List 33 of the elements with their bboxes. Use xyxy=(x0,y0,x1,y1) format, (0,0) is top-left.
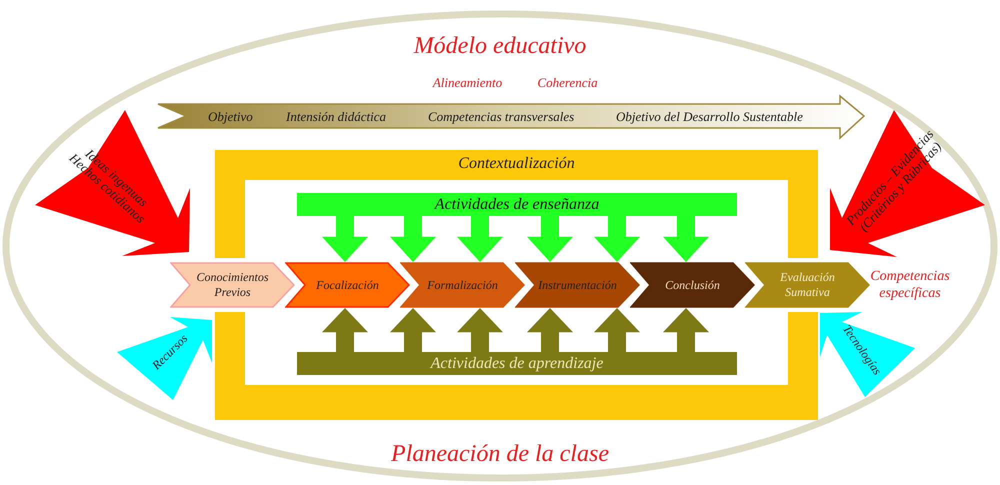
band-label: Objetivo del Desarrollo Sustentable xyxy=(616,109,803,124)
block-arrow xyxy=(457,308,503,352)
band-label: Intensión didáctica xyxy=(286,109,386,124)
block-arrow xyxy=(594,216,640,262)
band-label: Objetivo xyxy=(208,109,253,124)
step-label: Evaluación Sumativa xyxy=(779,270,836,300)
note-text: Coherencia xyxy=(537,75,598,91)
step-label: Instrumentación xyxy=(538,278,617,292)
block-arrow xyxy=(457,216,503,262)
block-arrow xyxy=(322,308,368,352)
arrow-band xyxy=(156,94,866,140)
note-text: Alineamiento xyxy=(432,75,502,91)
activity-bar xyxy=(297,352,737,375)
diagram-caption: Planeación de la clase xyxy=(391,442,609,466)
step-label: Focalización xyxy=(316,278,379,292)
block-arrow xyxy=(390,308,436,352)
block-arrow xyxy=(527,216,573,262)
block-arrow xyxy=(594,308,640,352)
bar-label: Actividades de aprendizaje xyxy=(430,356,604,372)
band-label: Competencias transversales xyxy=(428,109,574,124)
step-label: Conocimientos Previos xyxy=(196,270,270,300)
step-label: Conclusión xyxy=(665,278,720,292)
bar-label: Actividades de enseñanza xyxy=(434,196,600,212)
block-arrow xyxy=(390,216,436,262)
step-label: Formalización xyxy=(427,278,498,292)
block-arrow xyxy=(663,216,709,262)
note-text: Competencias específicas xyxy=(869,269,951,303)
diagram-title: Módelo educativo xyxy=(414,34,586,58)
block-arrow xyxy=(527,308,573,352)
block-arrow xyxy=(663,308,709,352)
activity-bar xyxy=(297,193,737,216)
block-arrow xyxy=(322,216,368,262)
frame-heading: Contextualización xyxy=(458,156,575,172)
